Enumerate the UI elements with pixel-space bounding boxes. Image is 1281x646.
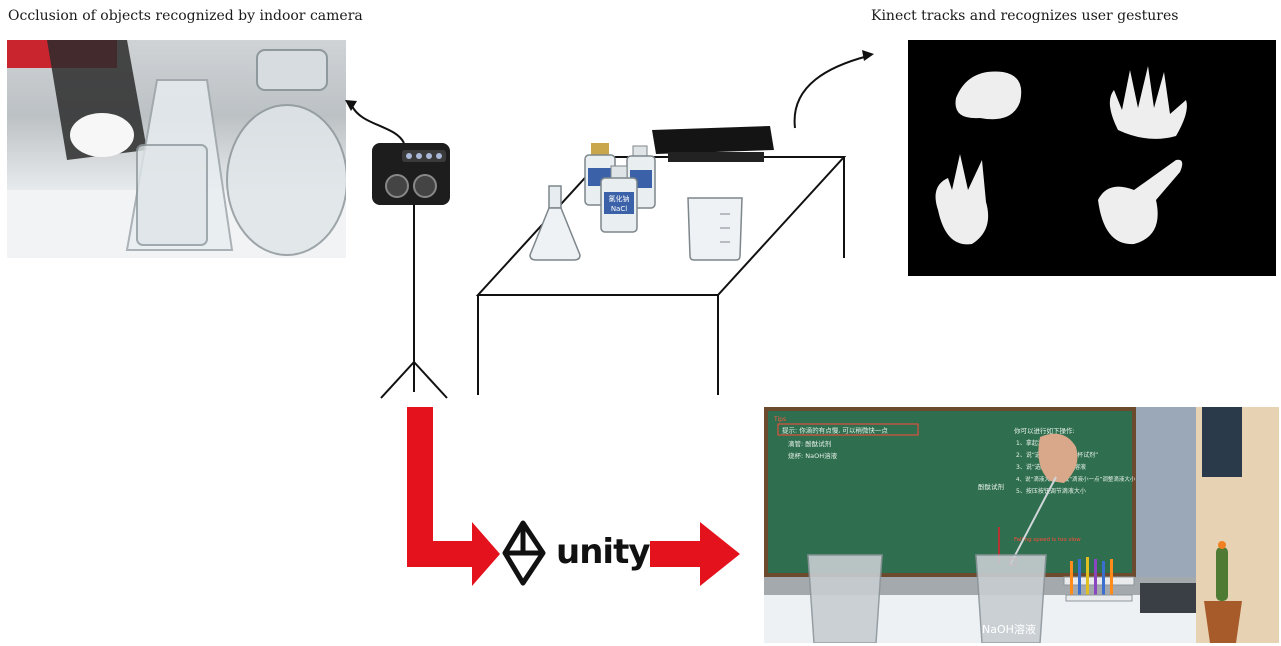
reagent-bottle-2 (626, 145, 656, 209)
kinect-body (652, 126, 774, 154)
dropper-text: 滴管: 酚酞试剂 (788, 439, 831, 448)
occlusion-photo (7, 40, 346, 258)
beaker (136, 144, 208, 246)
camera-arrowhead (345, 100, 357, 111)
unity-scene-screenshot: Tips 提示: 你滴的有点慢, 可以稍微快一点 滴管: 酚酞试剂 烧杯: Na… (764, 407, 1279, 643)
chalkboard (768, 411, 1132, 573)
jar-neck (256, 49, 328, 91)
virtual-dropper (1009, 476, 1057, 566)
reagent-label: 酚酞试剂 (978, 482, 1004, 491)
reagent-bottle-1 (584, 143, 616, 206)
table-top (475, 156, 847, 296)
lab-device (1140, 583, 1196, 613)
operations-title: 你可以进行如下操作: (1014, 426, 1075, 435)
test-tube-rack (1063, 557, 1135, 602)
operation-4: 4、说“滴液大一点”或“滴液小一点”调整滴液大小 (1016, 475, 1136, 483)
unity-scene-illustration: Tips 提示: 你滴的有点慢, 可以稍微快一点 滴管: 酚酞试剂 烧杯: Na… (764, 407, 1279, 643)
left-virtual-beaker (807, 554, 883, 643)
camera-caption: Occlusion of objects recognized by indoo… (8, 8, 363, 24)
kinect-arrowhead (862, 50, 874, 61)
unity-logo-text: unity (556, 532, 650, 572)
hint-text: 提示: 你滴的有点慢, 可以稍微快一点 (782, 426, 888, 435)
unity-logo-icon (502, 520, 546, 586)
fist-gesture (955, 71, 1022, 120)
camera-to-photo-arrow (351, 105, 405, 144)
reagent-bottle-nacl: 氯化钠 NaCl (600, 165, 638, 233)
person-in-room (1202, 407, 1242, 477)
bottle-label-cn: 氯化钠 (609, 194, 630, 203)
operation-5: 5、按压按钮调节滴液大小 (1016, 487, 1086, 495)
conical-flask (529, 185, 581, 261)
camera-lens-right (413, 174, 437, 198)
unity-to-scene-arrow (650, 522, 740, 586)
kinect-sensor (652, 126, 774, 162)
indoor-camera (372, 143, 450, 205)
naoh-beaker-label: NaOH溶液 (982, 622, 1036, 636)
graduated-beaker (687, 197, 743, 261)
open-hand-gesture (1109, 66, 1187, 139)
two-finger-gesture (935, 154, 989, 245)
glassware-photo-illustration (7, 40, 346, 258)
pointing-gesture (1098, 159, 1183, 245)
falling-speed-status: Falling speed is too slow (1014, 537, 1081, 543)
camera-led-strip (402, 150, 446, 162)
cactus-plant (1204, 541, 1242, 643)
nacl-label-bg (604, 192, 634, 214)
gesture-panel (908, 40, 1276, 276)
virtual-hand (1038, 433, 1078, 483)
camera-body (372, 143, 450, 205)
kinect-base (668, 152, 764, 162)
round-jar (226, 104, 346, 256)
lab-table (475, 156, 847, 395)
hand-gesture-illustrations (935, 66, 1187, 245)
operation-1: 1、拿起滴管 (1016, 439, 1050, 447)
camera-tripod (380, 205, 448, 399)
kinect-caption: Kinect tracks and recognizes user gestur… (871, 8, 1179, 24)
camera-lens-left (385, 174, 409, 198)
right-virtual-beaker (975, 554, 1047, 643)
hand-with-cloth (70, 113, 134, 157)
kinect-to-gesture-arrow (793, 55, 869, 129)
tips-title: Tips (773, 416, 786, 423)
camera-to-unity-arrow (407, 407, 500, 586)
bottle-label-nacl: NaCl (611, 205, 627, 213)
beaker-text: 烧杯: NaOH溶液 (788, 451, 838, 460)
